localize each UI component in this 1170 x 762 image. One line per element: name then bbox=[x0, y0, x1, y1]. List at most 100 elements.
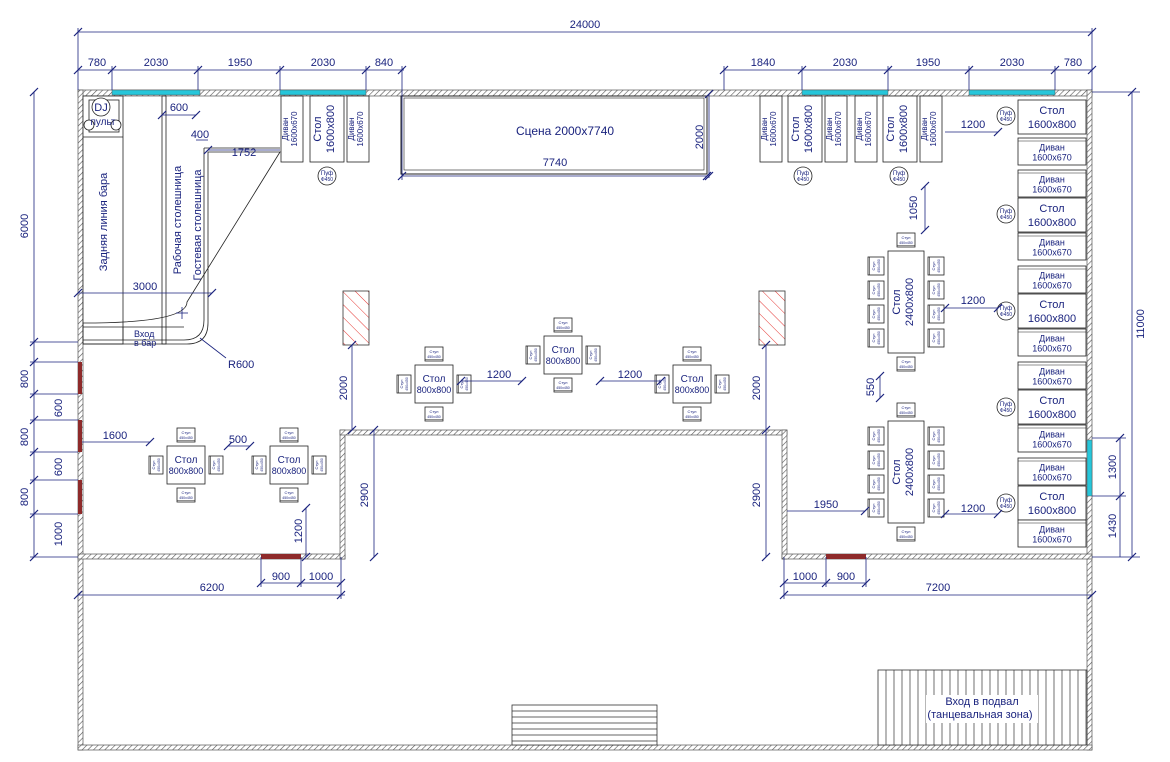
table-name: Стол bbox=[552, 345, 575, 356]
sofa-size: 1600x670 bbox=[1032, 344, 1072, 354]
chair-size: 450x450 bbox=[877, 501, 881, 514]
chair-name: Стул bbox=[181, 430, 191, 435]
table-name: Стол bbox=[891, 459, 903, 484]
dim-left-3: 600 bbox=[53, 399, 65, 417]
pouf-size: Ф450 bbox=[797, 177, 809, 183]
bar-entry-line-1: Вход bbox=[134, 329, 155, 339]
dim-1200-r2: 1200 bbox=[961, 295, 985, 307]
pouf-name: Пуф bbox=[1000, 498, 1012, 504]
chair-name: Стул bbox=[588, 350, 593, 360]
chair-name: Стул bbox=[871, 455, 876, 465]
chair-size: 450x450 bbox=[937, 259, 941, 272]
table-size: 1600x800 bbox=[1028, 313, 1076, 325]
chair-size: 450x450 bbox=[723, 377, 727, 390]
dim-bottom-left-1: 6200 bbox=[200, 582, 224, 594]
dim-stage-2000: 2000 bbox=[694, 125, 706, 149]
chair-size: 450x450 bbox=[282, 436, 295, 440]
chair-name: Стул bbox=[871, 479, 876, 489]
chair-size: 450x450 bbox=[260, 458, 264, 471]
dim-bottom-right-1: 7200 bbox=[926, 582, 950, 594]
sofa-name: Диван bbox=[281, 118, 290, 141]
chair-name: Стул bbox=[254, 460, 259, 470]
table-name: Стол bbox=[891, 289, 903, 314]
chair-name: Стул bbox=[717, 379, 722, 389]
dim-600: 600 bbox=[170, 102, 188, 114]
dim-top-right-2: 2030 bbox=[833, 57, 857, 69]
sofa-name: Диван bbox=[1039, 525, 1065, 535]
chair-size: 450x450 bbox=[899, 241, 912, 245]
pouf-name: Пуф bbox=[1000, 111, 1012, 117]
sofa-name: Диван bbox=[1039, 238, 1065, 248]
chair-name: Стул bbox=[871, 261, 876, 271]
table-name: Стол bbox=[790, 116, 802, 141]
pouf-size: Ф450 bbox=[1000, 504, 1012, 510]
chair-size: 450x450 bbox=[556, 326, 569, 330]
dim-2900-right: 2900 bbox=[751, 483, 763, 507]
dim-top-right-3: 1950 bbox=[916, 57, 940, 69]
dim-top-left-1: 780 bbox=[88, 57, 106, 69]
chair-size: 450x450 bbox=[179, 436, 192, 440]
dim-1200-r3: 1200 bbox=[961, 503, 985, 515]
dim-3000: 3000 bbox=[133, 281, 157, 293]
table-size: 1600x800 bbox=[803, 105, 815, 153]
chair-size: 450x450 bbox=[877, 283, 881, 296]
table-name: Стол bbox=[885, 116, 897, 141]
chair-name: Стул bbox=[657, 379, 662, 389]
chair-size: 450x450 bbox=[663, 377, 667, 390]
dim-1600: 1600 bbox=[103, 430, 127, 442]
dim-1200-left: 1200 bbox=[293, 519, 305, 543]
chair-name: Стул bbox=[871, 285, 876, 295]
chair-size: 450x450 bbox=[405, 377, 409, 390]
back-bar-label: Задняя линия бара bbox=[98, 172, 110, 271]
dim-right-2: 1300 bbox=[1107, 455, 1119, 479]
pouf-name: Пуф bbox=[1000, 209, 1012, 215]
sofa-size: 1600x670 bbox=[1032, 473, 1072, 483]
sofa-name: Диван bbox=[1039, 143, 1065, 153]
pouf-name: Пуф bbox=[797, 171, 809, 177]
chair-size: 450x450 bbox=[899, 535, 912, 539]
table-name: Стол bbox=[1039, 203, 1064, 215]
dim-left-2: 800 bbox=[19, 370, 31, 388]
pouf-size: Ф450 bbox=[1000, 117, 1012, 123]
table-name: Стол bbox=[278, 455, 301, 466]
chair-size: 450x450 bbox=[320, 458, 324, 471]
pouf-size: Ф450 bbox=[321, 177, 333, 183]
dim-1200-a: 1200 bbox=[487, 369, 511, 381]
chair-name: Стул bbox=[181, 490, 191, 495]
dim-left-5: 600 bbox=[53, 458, 65, 476]
dim-2000-left: 2000 bbox=[338, 376, 350, 400]
sofa-size: 1600x670 bbox=[356, 111, 365, 147]
chair-name: Стул bbox=[931, 309, 936, 319]
chair-size: 450x450 bbox=[179, 496, 192, 500]
sofa-size: 1600x670 bbox=[864, 111, 873, 147]
table-size: 1600x800 bbox=[1028, 119, 1076, 131]
pouf-size: Ф450 bbox=[893, 177, 905, 183]
